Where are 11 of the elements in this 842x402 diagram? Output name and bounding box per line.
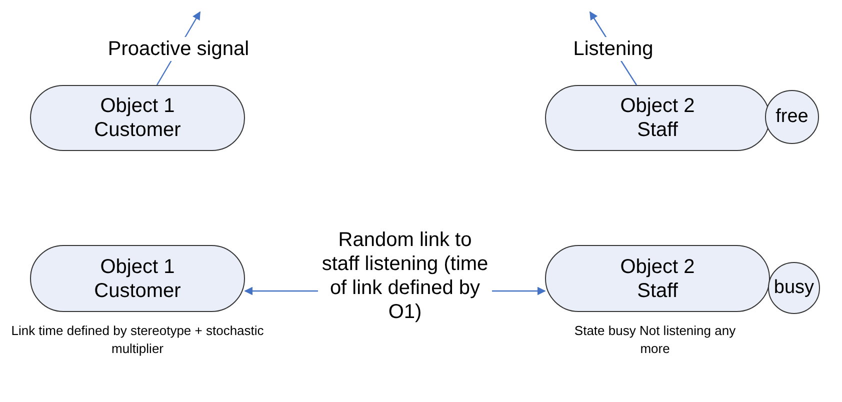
arrow [244, 286, 318, 296]
object-node [545, 245, 770, 312]
node-note: State busy Not listening any more [573, 322, 737, 358]
node-note: Link time defined by stereotype + stochastic multiplier [10, 322, 265, 358]
node-label: Object 1 Customer [93, 94, 182, 142]
node-label: Object 2 Staff [619, 254, 696, 302]
node-label: free [776, 105, 808, 129]
node-label: Object 2 Staff [619, 94, 696, 142]
node-label: Object 1 Customer [93, 254, 182, 302]
arrow [492, 286, 546, 296]
node-label: busy [774, 276, 814, 300]
